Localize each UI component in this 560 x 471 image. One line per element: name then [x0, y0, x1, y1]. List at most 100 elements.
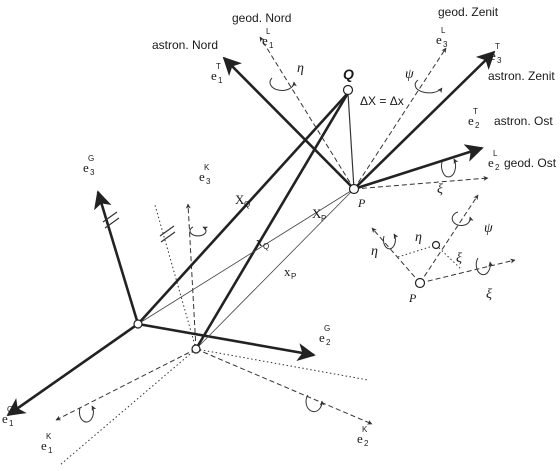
svg-text:G: G — [88, 154, 94, 163]
label-axis-g-e1: G e 1 — [2, 405, 14, 428]
tick-mark — [159, 225, 175, 237]
svg-text:L: L — [493, 149, 498, 158]
svg-text:e: e — [199, 169, 205, 184]
svg-text:e: e — [319, 330, 325, 345]
svg-text:x: x — [284, 264, 291, 279]
label-astron-nord: astron. Nord — [152, 38, 218, 52]
svg-text:Q: Q — [263, 242, 269, 251]
label-axis-t-e2: T e 2 — [468, 107, 480, 130]
inset-axis-1 — [371, 227, 421, 284]
label-astron-ost: astron. Ost — [494, 114, 553, 128]
svg-text:e: e — [262, 33, 268, 48]
axis-k-e2 — [195, 348, 373, 425]
svg-text:2: 2 — [326, 338, 331, 347]
point-q-node — [342, 84, 354, 96]
label-point-q: Q — [343, 66, 354, 82]
svg-text:X: X — [312, 206, 322, 221]
svg-text:G: G — [324, 324, 330, 333]
svg-text:T: T — [495, 42, 500, 51]
label-axis-k-e2: K e 2 — [357, 425, 369, 448]
svg-text:X: X — [235, 192, 245, 207]
svg-text:1: 1 — [269, 41, 274, 50]
label-axis-k-e1: K e 1 — [41, 432, 53, 455]
label-axis-g-e2: G e 2 — [319, 324, 331, 347]
label-psi: ψ — [405, 67, 414, 82]
label-inset-xi: ξ — [456, 251, 462, 266]
dotted-axis — [154, 204, 197, 350]
vector-x-p-lower — [195, 188, 355, 350]
axis-g-e2 — [137, 322, 316, 362]
inset-projection — [397, 244, 437, 258]
point-p-node — [348, 183, 360, 195]
label-astron-zenit: astron. Zenit — [488, 69, 555, 83]
frame-t — [222, 50, 496, 191]
dotted-axis — [195, 348, 369, 381]
axis-t-e1 — [222, 56, 355, 190]
svg-text:3: 3 — [443, 40, 448, 49]
label-axis-l-e2: L e 2 — [488, 149, 500, 172]
svg-text:T: T — [473, 107, 478, 116]
axis-t-e3 — [353, 50, 496, 190]
svg-text:L: L — [441, 26, 446, 35]
tick-mark — [102, 211, 118, 223]
svg-text:3: 3 — [206, 177, 211, 186]
svg-text:e: e — [490, 48, 496, 63]
inset-projection-node — [431, 240, 441, 250]
svg-text:1: 1 — [48, 446, 53, 455]
inset-point-p-node — [414, 277, 426, 289]
svg-text:3: 3 — [497, 56, 502, 65]
label-inset-xi-right: ξ — [486, 287, 492, 302]
svg-text:K: K — [46, 432, 52, 441]
svg-text:L: L — [266, 27, 271, 36]
svg-text:e: e — [357, 431, 363, 446]
label-geod-ost: geod. Ost — [504, 156, 557, 170]
inset-axis-2 — [419, 258, 516, 284]
label-delta-x: ΔX = Δx — [360, 94, 404, 108]
label-geod-nord: geod. Nord — [232, 11, 291, 25]
inset-rotation-xi — [475, 257, 494, 276]
svg-text:P: P — [321, 214, 326, 223]
rotation-k1 — [78, 405, 97, 423]
svg-text:e: e — [2, 411, 8, 426]
svg-text:3: 3 — [90, 168, 95, 177]
frame-g — [6, 190, 316, 417]
rotation-k3 — [189, 226, 209, 237]
svg-text:T: T — [216, 62, 221, 71]
dotted-axis — [59, 348, 197, 466]
inset-axis-3 — [419, 194, 479, 284]
tick-mark — [160, 231, 176, 243]
svg-text:G: G — [7, 405, 13, 414]
label-axis-t-e1: T e 1 — [211, 62, 223, 85]
axis-g-e3 — [94, 190, 140, 325]
vector-x-q-upper — [137, 92, 349, 325]
svg-text:e: e — [83, 160, 89, 175]
svg-text:K: K — [362, 425, 368, 434]
svg-text:2: 2 — [495, 163, 500, 172]
label-vector-x-q-lower: x Q — [256, 234, 269, 251]
vector-x-p-upper — [137, 188, 355, 325]
axis-k-e3 — [185, 203, 197, 350]
tick-mark — [104, 217, 120, 229]
vector-x-q-lower — [194, 92, 350, 350]
axis-l-e1 — [259, 36, 355, 190]
label-vector-x-p-upper: X P — [312, 206, 326, 223]
svg-text:2: 2 — [475, 121, 480, 130]
rotation-eta — [269, 77, 297, 91]
axis-l-e3 — [353, 47, 447, 190]
label-axis-t-e3: T e 3 — [490, 42, 502, 65]
frame-l — [259, 36, 489, 190]
svg-text:P: P — [291, 272, 296, 281]
delta-x-vector — [347, 92, 355, 190]
label-inset-point-p: P — [408, 291, 417, 305]
axis-t-e2 — [353, 144, 484, 191]
label-eta: η — [297, 61, 304, 76]
svg-text:1: 1 — [9, 419, 14, 428]
axis-l-e2 — [353, 175, 489, 190]
label-axis-l-e1: L e 1 — [262, 27, 274, 50]
axis-g-e1 — [6, 322, 139, 417]
rotation-k2 — [305, 394, 325, 413]
label-point-p: P — [357, 196, 366, 210]
label-vector-x-p-lower: x P — [284, 264, 296, 281]
svg-text:e: e — [488, 155, 494, 170]
label-axis-l-e3: L e 3 — [436, 26, 448, 49]
